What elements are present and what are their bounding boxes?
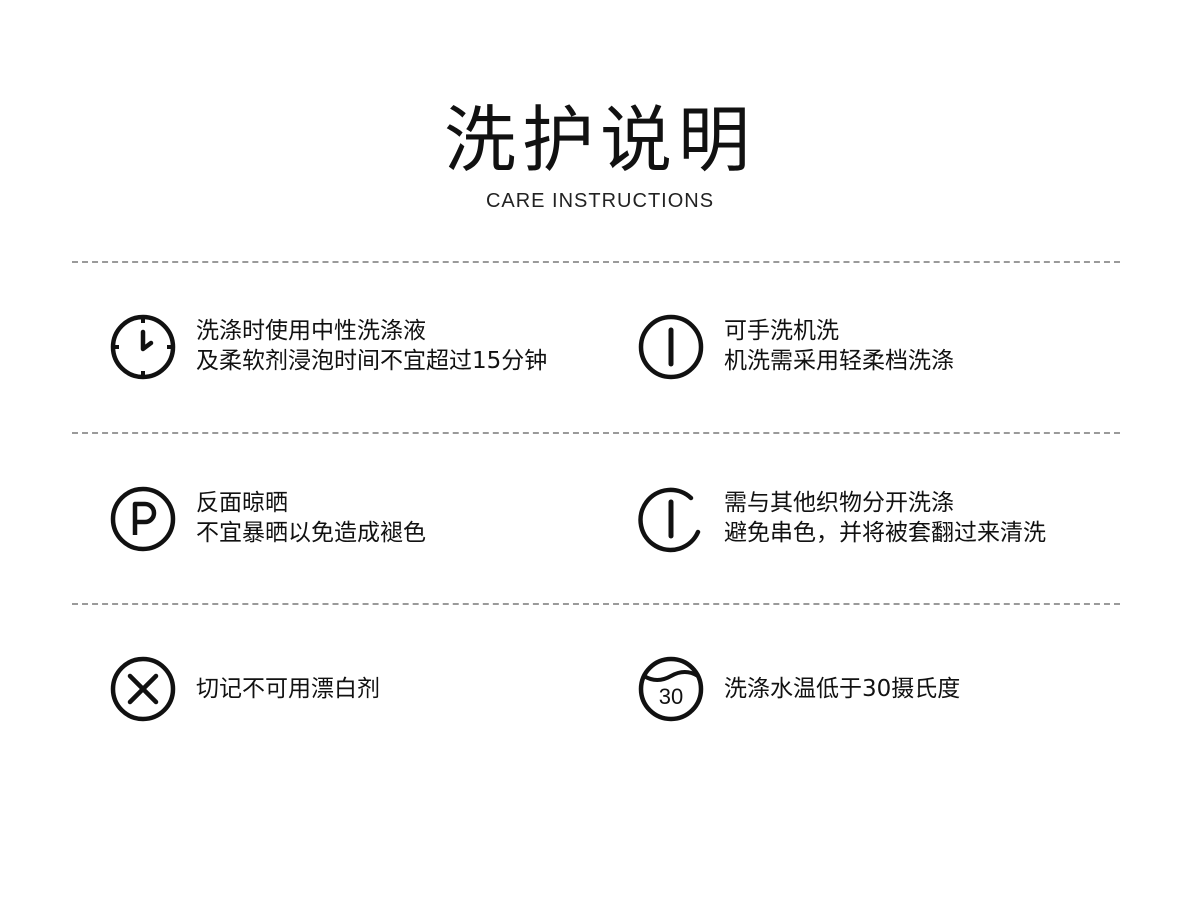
care-item-machine-wash: 可手洗机洗 机洗需采用轻柔档洗涤 (636, 312, 1136, 392)
care-item-line1: 反面晾晒 (196, 490, 288, 516)
dashed-divider (72, 261, 1120, 263)
wash-30-icon: 30 (636, 654, 706, 724)
open-circle-line-icon (636, 484, 706, 554)
page-title: 洗护说明 (443, 98, 756, 182)
no-bleach-x-icon (108, 654, 178, 724)
care-item-dry-inside-out: 反面晾晒 不宜暴晒以免造成褪色 (108, 484, 608, 564)
dashed-divider (72, 432, 1120, 434)
care-item-line1: 洗涤时使用中性洗涤液 (196, 318, 426, 344)
care-item-soak-time: 洗涤时使用中性洗涤液 及柔软剂浸泡时间不宜超过15分钟 (108, 312, 608, 392)
care-item-line1: 洗涤水温低于30摄氏度 (724, 676, 961, 702)
dashed-divider (72, 603, 1120, 605)
dry-clean-p-icon (108, 484, 178, 554)
clock-icon (108, 312, 178, 382)
care-item-line2: 不宜暴晒以免造成褪色 (196, 520, 426, 546)
care-item-water-temp: 30 洗涤水温低于30摄氏度 (636, 654, 1136, 734)
care-item-no-bleach: 切记不可用漂白剂 (108, 654, 608, 734)
care-item-wash-separately: 需与其他织物分开洗涤 避免串色，并将被套翻过来清洗 (636, 484, 1156, 564)
care-item-line2: 机洗需采用轻柔档洗涤 (724, 348, 954, 374)
care-item-line1: 需与其他织物分开洗涤 (724, 490, 954, 516)
tumble-circle-icon (636, 312, 706, 382)
care-item-line2: 及柔软剂浸泡时间不宜超过15分钟 (196, 348, 548, 374)
care-item-line1: 切记不可用漂白剂 (196, 676, 380, 702)
care-item-line2: 避免串色，并将被套翻过来清洗 (724, 520, 1046, 546)
care-item-line1: 可手洗机洗 (724, 318, 839, 344)
wash-temperature-label: 30 (659, 684, 683, 709)
page-subtitle: CARE INSTRUCTIONS (485, 190, 715, 212)
